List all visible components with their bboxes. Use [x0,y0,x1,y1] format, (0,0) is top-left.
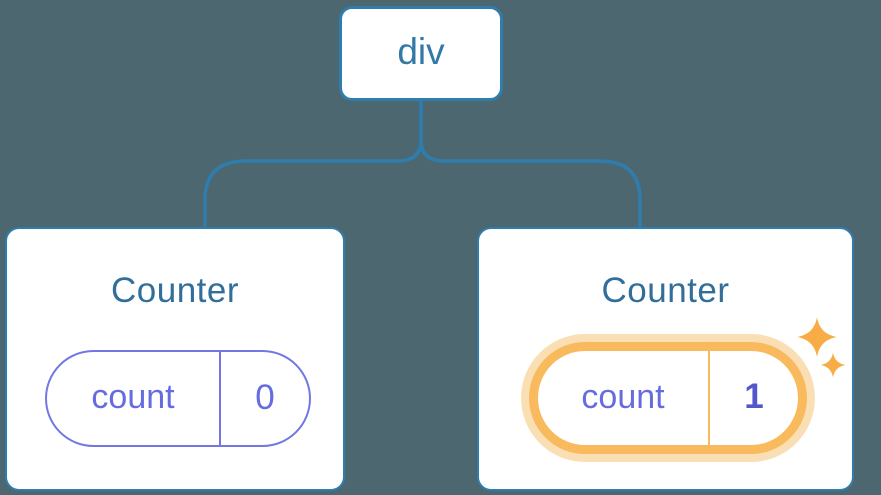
state-pill: count 0 [45,350,311,447]
root-node: div [339,6,503,101]
state-value: 0 [219,352,309,445]
state-key-label: count [91,378,175,416]
root-node-label: div [397,31,445,72]
counter-title: Counter [110,271,240,310]
sparkle-small [820,352,846,378]
counter-card-left: Counter count 0 [5,227,345,491]
connector-right-branch [419,100,642,227]
state-pill-highlighted: count 1 [529,342,807,454]
connector-left-branch [203,100,423,227]
counter-title: Counter [601,271,730,310]
counter-card-right: Counter count 1 [477,227,854,491]
state-value: 1 [708,351,798,445]
sparkle-large [797,317,837,357]
sparkles-icon [797,317,846,378]
state-key-label: count [581,377,665,416]
